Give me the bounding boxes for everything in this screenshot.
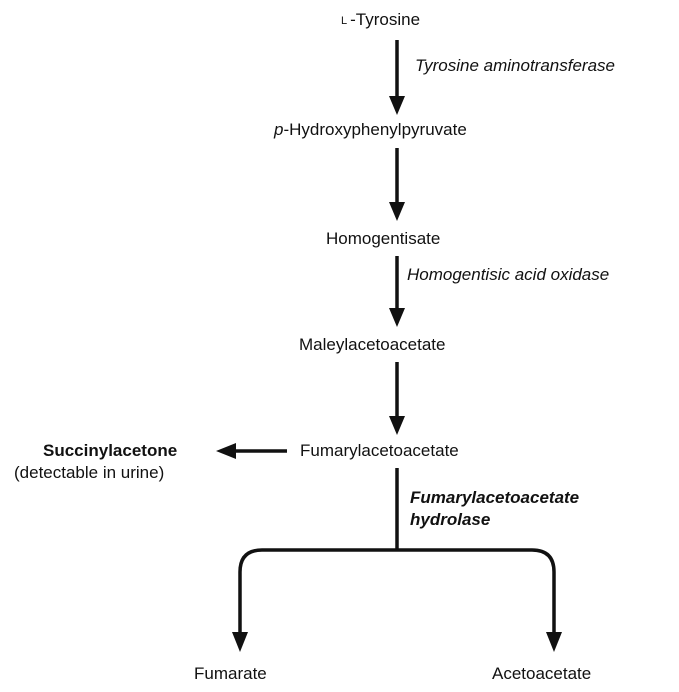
arrowhead-succinylacetone	[216, 443, 236, 459]
compound-homogentisate: Homogentisate	[326, 229, 441, 248]
tyrosine-prefix: L	[341, 15, 348, 27]
phpp-name: -Hydroxyphenylpyruvate	[283, 120, 467, 139]
side-product-note: (detectable in urine)	[14, 463, 165, 482]
side-product-succinylacetone: Succinylacetone	[43, 441, 178, 460]
enzyme-fah-line1: Fumarylacetoacetate	[410, 488, 580, 507]
compound-maleylacetoacetate: Maleylacetoacetate	[299, 335, 446, 354]
compound-acetoacetate: Acetoacetate	[492, 664, 592, 683]
compound-l-tyrosine: L-Tyrosine	[341, 10, 420, 31]
arrowhead-fumarylacetoacetate	[389, 416, 405, 435]
phpp-prefix: p	[274, 120, 284, 139]
enzyme-tyrosine-aminotransferase: Tyrosine aminotransferase	[415, 56, 615, 75]
compound-p-hydroxyphenylpyruvate: p-Hydroxyphenylpyruvate	[274, 120, 467, 140]
compound-fumarylacetoacetate: Fumarylacetoacetate	[300, 441, 459, 460]
compound-fumarate: Fumarate	[194, 664, 267, 683]
enzyme-fah-line2: hydrolase	[410, 510, 491, 529]
arrowhead-phpp	[389, 96, 405, 115]
tyrosine-name: -Tyrosine	[350, 10, 421, 29]
arrowhead-acetoacetate	[546, 632, 562, 652]
arrowhead-maleylacetoacetate	[389, 308, 405, 327]
enzyme-homogentisic-acid-oxidase: Homogentisic acid oxidase	[407, 265, 610, 284]
branch-right	[397, 548, 556, 635]
arrowhead-homogentisate	[389, 202, 405, 221]
branch-left	[238, 548, 397, 635]
arrowhead-fumarate	[232, 632, 248, 652]
